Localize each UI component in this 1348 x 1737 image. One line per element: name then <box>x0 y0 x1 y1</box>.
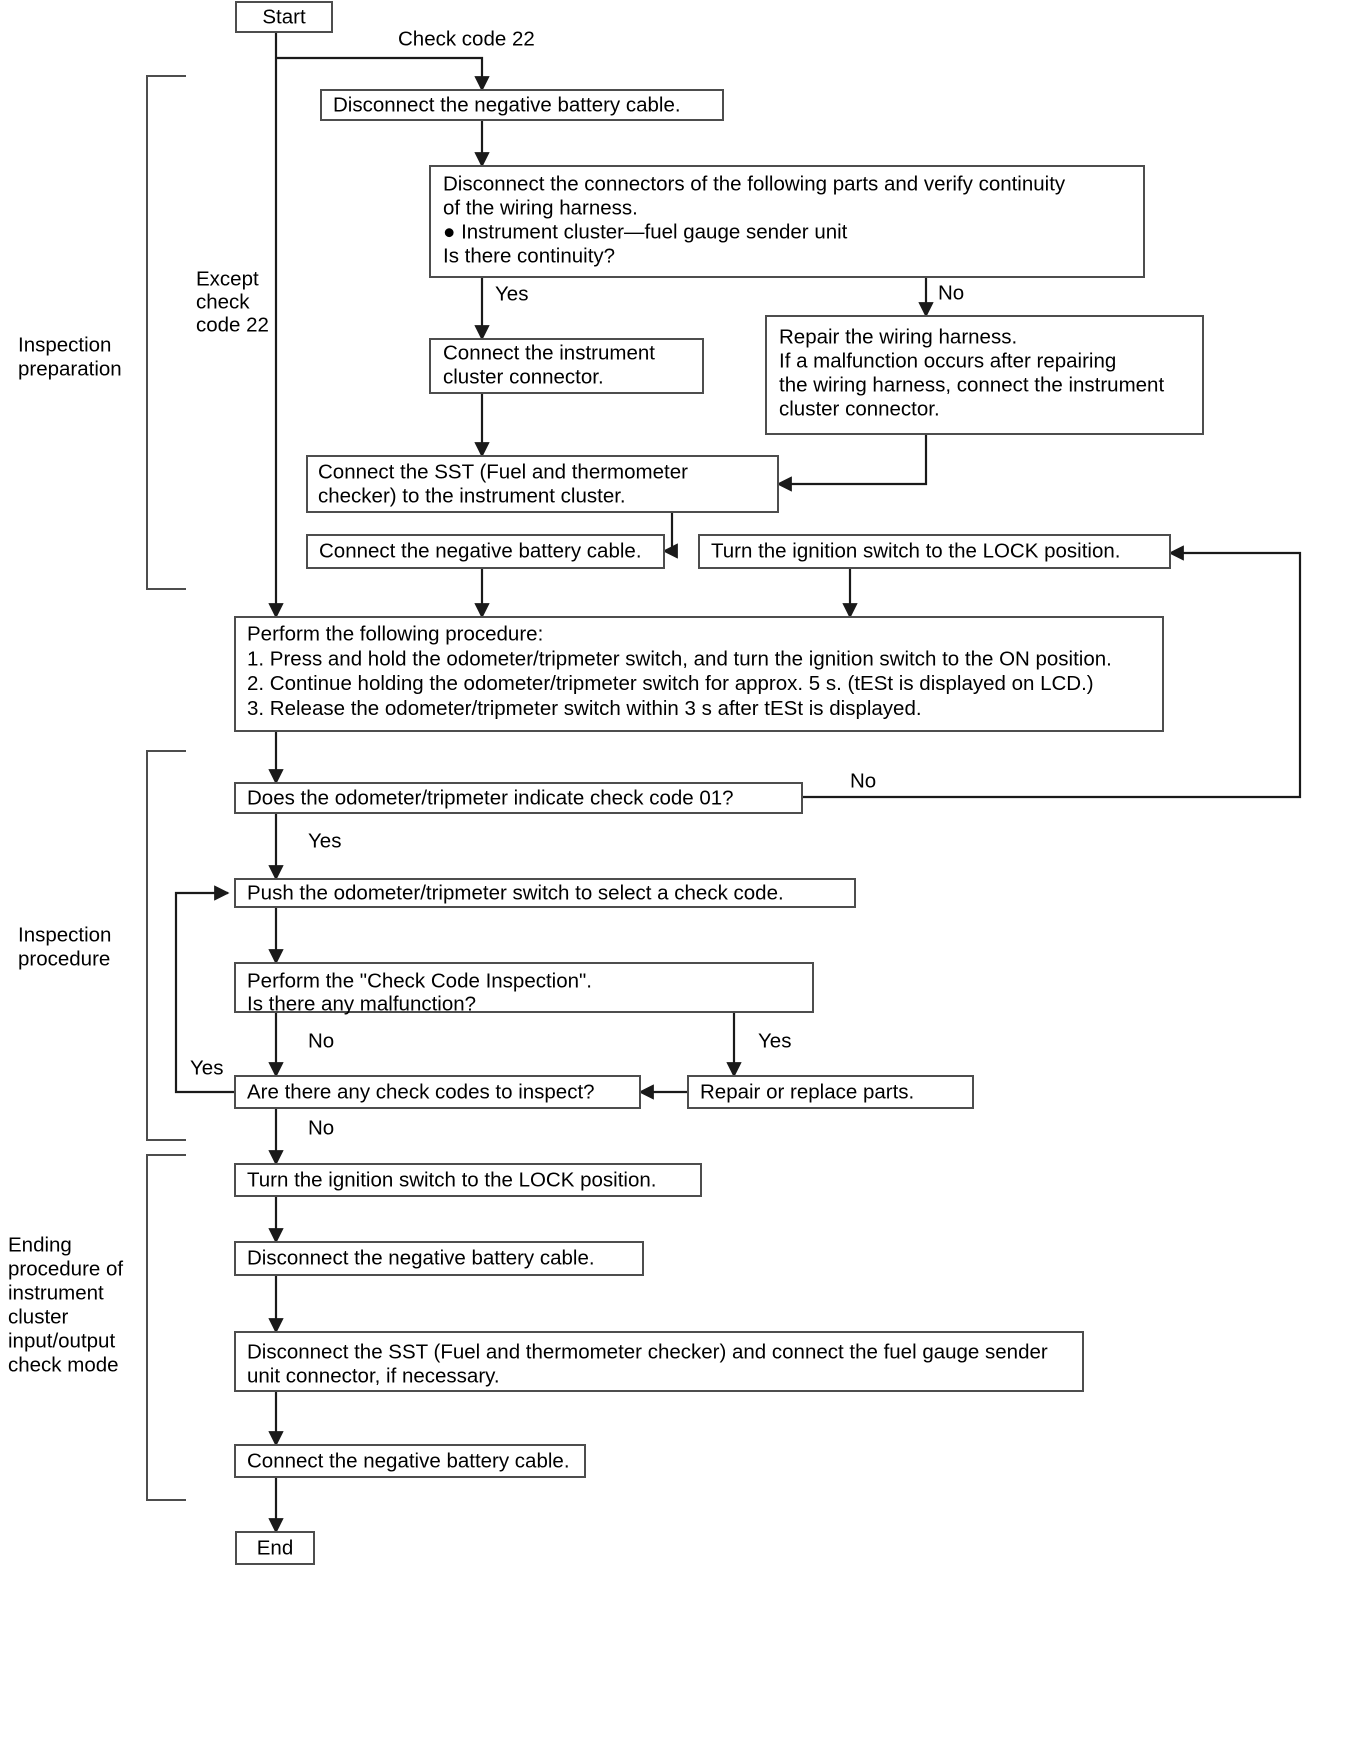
node-connect-cluster-connector[interactable]: Connect the instrument cluster connector… <box>429 338 704 394</box>
edge-label-verify-no: No <box>938 281 964 304</box>
connector-repair-to-sst <box>776 434 928 492</box>
edge-label-except-check-code-22-line3: code 22 <box>196 313 269 336</box>
node-end-label: End <box>257 1536 293 1559</box>
section-label-ending-line5: input/output <box>8 1329 115 1352</box>
node-disconnect-battery-top-label: Disconnect the negative battery cable. <box>333 93 681 116</box>
section-label-inspection-preparation-line1: Inspection <box>18 333 111 356</box>
section-label-inspection-procedure-line1: Inspection <box>18 923 111 946</box>
edge-label-any-codes-yes: Yes <box>190 1056 223 1079</box>
node-check-code-inspection[interactable]: Perform the "Check Code Inspection". Is … <box>234 962 814 1015</box>
node-connect-sst[interactable]: Connect the SST (Fuel and thermometer ch… <box>306 455 779 513</box>
node-push-switch[interactable]: Push the odometer/tripmeter switch to se… <box>234 878 856 908</box>
node-check-code-inspection-line1: Perform the "Check Code Inspection". <box>247 969 592 992</box>
perform-procedure-line4-lcd: tESt <box>764 697 803 720</box>
perform-procedure-line3-part-b: is displayed on LCD.) <box>893 672 1094 695</box>
node-perform-procedure-line3: 2. Continue holding the odometer/tripmet… <box>247 672 1094 695</box>
perform-procedure-line3-part-a: 2. Continue holding the odometer/tripmet… <box>247 672 855 695</box>
edge-label-any-codes-no: No <box>308 1116 334 1139</box>
edge-label-except-check-code-22-line2: check <box>196 290 250 313</box>
node-start[interactable]: Start <box>235 1 333 33</box>
node-repair-replace-parts[interactable]: Repair or replace parts. <box>687 1075 974 1109</box>
bracket-inspection-procedure <box>146 750 186 1141</box>
node-verify-continuity-line2: of the wiring harness. <box>443 196 638 219</box>
node-connect-sst-line2: checker) to the instrument cluster. <box>318 484 626 507</box>
section-label-ending-line6: check mode <box>8 1353 119 1376</box>
node-connect-sst-line1: Connect the SST (Fuel and thermometer <box>318 460 688 483</box>
node-disconnect-sst-line1: Disconnect the SST (Fuel and thermometer… <box>247 1340 1048 1363</box>
edge-label-check-code-22: Check code 22 <box>398 27 535 50</box>
connector-check-code-01-no-to-ignition-lock <box>802 545 1302 799</box>
node-verify-continuity[interactable]: Disconnect the connectors of the followi… <box>429 165 1145 278</box>
node-repair-harness-line4: cluster connector. <box>779 397 940 420</box>
node-push-switch-label: Push the odometer/tripmeter switch to se… <box>247 881 784 904</box>
node-ignition-lock-top-label: Turn the ignition switch to the LOCK pos… <box>711 539 1120 562</box>
node-perform-procedure-line1: Perform the following procedure: <box>247 622 543 645</box>
node-connect-battery-mid[interactable]: Connect the negative battery cable. <box>306 534 665 569</box>
connector-any-codes-yes-to-push-switch <box>174 885 235 1094</box>
connector-start-to-disconnect-battery <box>276 56 490 92</box>
node-end[interactable]: End <box>235 1531 315 1565</box>
node-disconnect-battery-bottom-label: Disconnect the negative battery cable. <box>247 1246 595 1269</box>
bracket-inspection-preparation <box>146 75 186 590</box>
bracket-ending-procedure <box>146 1154 186 1501</box>
section-label-ending-line2: procedure of <box>8 1257 123 1280</box>
edge-label-check-code-01-no: No <box>850 769 876 792</box>
node-perform-procedure[interactable]: Perform the following procedure: 1. Pres… <box>234 616 1164 732</box>
node-verify-continuity-line1: Disconnect the connectors of the followi… <box>443 172 1066 195</box>
node-repair-harness-line2: If a malfunction occurs after repairing <box>779 349 1116 372</box>
perform-procedure-line4-part-b: is displayed. <box>803 697 922 720</box>
node-ignition-lock-bottom-label: Turn the ignition switch to the LOCK pos… <box>247 1168 656 1191</box>
node-repair-harness[interactable]: Repair the wiring harness. If a malfunct… <box>765 315 1204 435</box>
node-check-code-01[interactable]: Does the odometer/tripmeter indicate che… <box>234 782 803 814</box>
node-connect-cluster-connector-line1: Connect the instrument <box>443 341 655 364</box>
node-perform-procedure-line2: 1. Press and hold the odometer/tripmeter… <box>247 647 1112 670</box>
perform-procedure-line4-part-a: 3. Release the odometer/tripmeter switch… <box>247 697 764 720</box>
node-connect-battery-bottom[interactable]: Connect the negative battery cable. <box>234 1444 586 1478</box>
node-repair-replace-parts-label: Repair or replace parts. <box>700 1080 914 1103</box>
node-any-check-codes-label: Are there any check codes to inspect? <box>247 1080 595 1103</box>
edge-label-inspection-no: No <box>308 1029 334 1052</box>
node-perform-procedure-line4: 3. Release the odometer/tripmeter switch… <box>247 697 922 720</box>
node-connect-cluster-connector-line2: cluster connector. <box>443 365 604 388</box>
node-repair-harness-line3: the wiring harness, connect the instrume… <box>779 373 1164 396</box>
node-check-code-inspection-line2: Is there any malfunction? <box>247 992 476 1015</box>
node-disconnect-battery-top[interactable]: Disconnect the negative battery cable. <box>320 89 724 121</box>
section-label-ending-line3: instrument <box>8 1281 104 1304</box>
edge-label-check-code-01-yes: Yes <box>308 829 341 852</box>
edge-label-verify-yes: Yes <box>495 282 528 305</box>
node-start-label: Start <box>262 5 306 28</box>
node-verify-continuity-line3: ● Instrument cluster—fuel gauge sender u… <box>443 220 848 243</box>
perform-procedure-line3-lcd: tESt <box>854 672 893 695</box>
section-label-inspection-preparation-line2: preparation <box>18 357 122 380</box>
node-ignition-lock-bottom[interactable]: Turn the ignition switch to the LOCK pos… <box>234 1163 702 1197</box>
node-any-check-codes[interactable]: Are there any check codes to inspect? <box>234 1075 641 1109</box>
node-verify-continuity-line4: Is there continuity? <box>443 244 615 267</box>
section-label-inspection-procedure-line2: procedure <box>18 947 110 970</box>
section-label-ending-line1: Ending <box>8 1233 72 1256</box>
edge-label-inspection-yes: Yes <box>758 1029 791 1052</box>
node-disconnect-battery-bottom[interactable]: Disconnect the negative battery cable. <box>234 1241 644 1276</box>
node-disconnect-sst-line2: unit connector, if necessary. <box>247 1364 500 1387</box>
node-disconnect-sst[interactable]: Disconnect the SST (Fuel and thermometer… <box>234 1331 1084 1392</box>
node-ignition-lock-top[interactable]: Turn the ignition switch to the LOCK pos… <box>698 534 1171 569</box>
section-label-ending-line4: cluster <box>8 1305 69 1328</box>
node-repair-harness-line1: Repair the wiring harness. <box>779 325 1017 348</box>
node-check-code-01-label: Does the odometer/tripmeter indicate che… <box>247 786 734 809</box>
node-connect-battery-mid-label: Connect the negative battery cable. <box>319 539 642 562</box>
edge-label-except-check-code-22-line1: Except <box>196 267 259 290</box>
node-connect-battery-bottom-label: Connect the negative battery cable. <box>247 1449 570 1472</box>
connector-sst-to-connect-battery <box>662 512 678 559</box>
